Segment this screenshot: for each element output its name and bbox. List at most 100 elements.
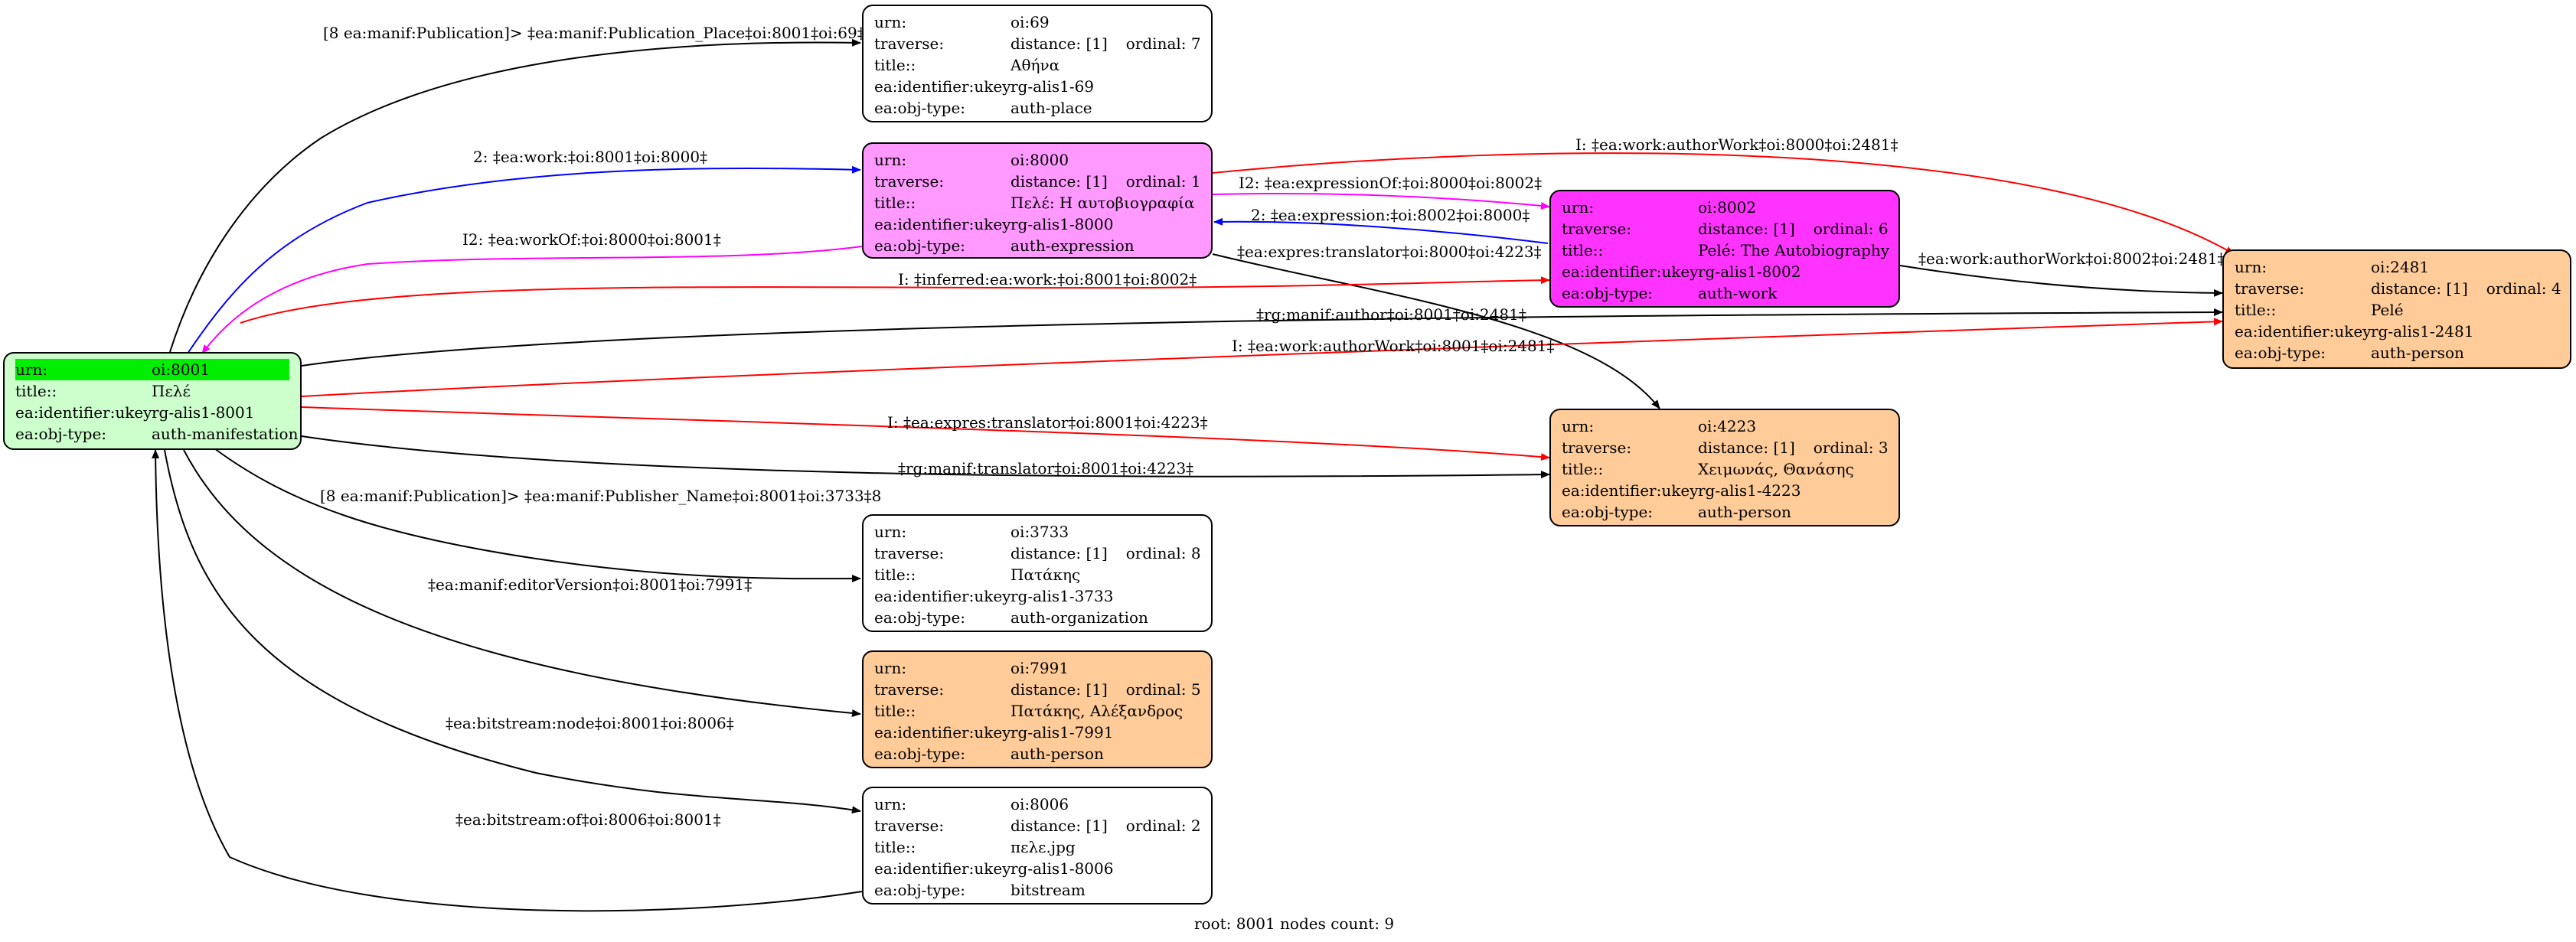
- urn-key: urn:: [874, 523, 907, 541]
- traverse-key: traverse:: [874, 34, 945, 53]
- edge-8001-8002-inferred: [240, 276, 1550, 324]
- title-value: Πελέ: [152, 382, 191, 400]
- ukey-value: rg-alis1-69: [1010, 77, 1095, 96]
- edge-8000-2481-red: [1212, 152, 2235, 255]
- ukey-key: ea:identifier:ukey: [874, 77, 1011, 96]
- edge-8002-8000: [1213, 217, 1549, 244]
- node-7991-person[interactable]: urn:oi:7991 traverse:distance: [1]ordina…: [862, 650, 1213, 768]
- edge-8001-2481-author: [301, 308, 2223, 367]
- ukey-value: rg-alis1-8001: [152, 403, 255, 422]
- label-workof: I2: ‡ea:workOf:‡oi:8000‡oi:8001‡: [462, 230, 721, 249]
- urn-key: urn:: [15, 360, 48, 379]
- node-8002-work[interactable]: urn:oi:8002 traverse:distance: [1]ordina…: [1549, 190, 1900, 308]
- type-value: auth-person: [1698, 503, 1791, 521]
- type-value: auth-person: [2371, 344, 2464, 362]
- edge-8001-8000: [187, 165, 861, 354]
- title-key: title::: [874, 838, 916, 856]
- ukey-value: rg-alis1-7991: [1010, 723, 1114, 742]
- label-inferred: I: ‡inferred:ea:work:‡oi:8001‡oi:8002‡: [898, 270, 1197, 288]
- ukey-value: rg-alis1-4223: [1698, 481, 1801, 500]
- title-value: Πατάκης, Αλέξανδρος: [1010, 702, 1184, 720]
- urn-value: oi:2481: [2371, 258, 2430, 276]
- ukey-value: rg-alis1-8000: [1010, 215, 1114, 233]
- type-value: auth-person: [1010, 745, 1104, 763]
- type-value: bitstream: [1010, 881, 1086, 899]
- label-publisher: [8 ea:manif:Publication]> ‡ea:manif:Publ…: [320, 487, 881, 505]
- label-editor-version: ‡ea:manif:editorVersion‡oi:8001‡oi:7991‡: [428, 575, 752, 594]
- urn-key: urn:: [2235, 258, 2267, 276]
- edge-8000-4223: [1212, 253, 1660, 409]
- label-authorwork-8002: ‡ea:work:authorWork‡oi:8002‡oi:2481‡: [1918, 249, 2225, 268]
- ukey-key: ea:identifier:ukey: [1562, 262, 1699, 281]
- node-2481-person[interactable]: urn: oi:2481 traverse: distance: [1] ordina…: [2222, 249, 2571, 369]
- ordinal-value: ordinal: 8: [1125, 544, 1201, 562]
- ukey-value: rg-alis1-8002: [1698, 262, 1801, 281]
- urn-key: urn:: [874, 13, 907, 31]
- title-key: title::: [874, 194, 916, 212]
- traverse-key: traverse:: [2235, 279, 2305, 298]
- ukey-value: rg-alis1-2481: [2371, 322, 2474, 341]
- ukey-key: ea:identifier:ukey: [874, 723, 1011, 742]
- title-key: title::: [1562, 241, 1604, 259]
- ukey-key: ea:identifier:ukey: [874, 215, 1011, 233]
- title-value: Pelé: [2371, 301, 2404, 319]
- ukey-key: ea:identifier:ukey: [874, 587, 1011, 605]
- urn-key: urn:: [874, 795, 907, 813]
- edge-8002-2481: [1899, 265, 2223, 297]
- ordinal-value: ordinal: 7: [1125, 34, 1201, 53]
- type-key: ea:obj-type:: [2235, 344, 2326, 362]
- ukey-key: ea:identifier:ukey: [2235, 322, 2372, 341]
- edge-8001-69: [169, 38, 861, 353]
- node-8001-manifestation[interactable]: urn: oi:8001 title::Πελέ ea:identifier:u…: [3, 352, 302, 450]
- edge-8001-8006: [164, 449, 861, 814]
- ordinal-value: ordinal: 2: [1125, 817, 1201, 835]
- traverse-key: traverse:: [874, 817, 945, 835]
- type-key: ea:obj-type:: [874, 881, 966, 899]
- edge-8001-4223-red: [301, 406, 1550, 461]
- ukey-value: rg-alis1-3733: [1010, 587, 1114, 605]
- title-value: Πατάκης: [1010, 566, 1081, 584]
- urn-key: urn:: [1562, 417, 1595, 435]
- edge-8001-2481-red: [301, 318, 2223, 397]
- ukey-key: ea:identifier:ukey: [15, 403, 152, 422]
- node-8006-bitstream[interactable]: urn:oi:8006 traverse:distance: [1]ordina…: [862, 787, 1213, 905]
- edge-8000-8001: [201, 246, 863, 354]
- edge-8001-4223: [301, 435, 1550, 479]
- label-work: 2: ‡ea:work:‡oi:8001‡oi:8000‡: [473, 148, 707, 166]
- ordinal-value: ordinal: 4: [2486, 279, 2561, 298]
- label-expressionof: I2: ‡ea:expressionOf:‡oi:8000‡oi:8002‡: [1239, 174, 1542, 192]
- ukey-key: ea:identifier:ukey: [1562, 481, 1699, 500]
- traverse-value: distance: [1]: [2371, 279, 2468, 298]
- urn-value: oi:7991: [1010, 659, 1069, 677]
- title-value: Αθήνα: [1010, 56, 1060, 74]
- node-69-place[interactable]: urn:oi:69 traverse:distance: [1]ordinal:…: [862, 5, 1213, 122]
- traverse-value: distance: [1]: [1010, 172, 1108, 191]
- urn-value: oi:8000: [1010, 151, 1069, 169]
- traverse-key: traverse:: [1562, 438, 1632, 457]
- ordinal-value: ordinal: 1: [1125, 172, 1201, 191]
- title-value: Πελέ: Η αυτοβιογραφία: [1010, 194, 1195, 212]
- type-value: auth-manifestation: [152, 425, 299, 443]
- urn-value: oi:3733: [1010, 523, 1069, 541]
- edge-8001-3733: [214, 448, 861, 583]
- edge-8006-8001: [152, 449, 863, 912]
- node-8000-expression[interactable]: urn:oi:8000 traverse:distance: [1]ordina…: [862, 142, 1213, 259]
- title-value: Pelé: The Autobiography: [1698, 241, 1890, 259]
- type-key: ea:obj-type:: [874, 745, 966, 763]
- graph-footer: root: 8001 nodes count: 9: [1194, 914, 1395, 933]
- type-value: auth-place: [1010, 99, 1092, 117]
- type-key: ea:obj-type:: [874, 608, 966, 627]
- node-3733-organization[interactable]: urn:oi:3733 traverse:distance: [1]ordina…: [862, 514, 1213, 632]
- label-translator-8000: ‡ea:expres:translator‡oi:8000‡oi:4223‡: [1237, 243, 1542, 261]
- title-key: title::: [874, 702, 916, 720]
- type-key: ea:obj-type:: [874, 99, 966, 117]
- traverse-value: distance: [1]: [1698, 220, 1795, 238]
- ordinal-value: ordinal: 6: [1813, 220, 1889, 238]
- traverse-key: traverse:: [874, 544, 945, 562]
- urn-value: oi:8006: [1010, 795, 1069, 813]
- node-4223-person[interactable]: urn:oi:4223 traverse:distance: [1]ordina…: [1549, 409, 1900, 526]
- label-manif-author: ‡rg:manif:author‡oi:8001‡oi:2481‡: [1256, 305, 1526, 324]
- type-value: auth-organization: [1010, 608, 1148, 627]
- type-value: auth-expression: [1010, 236, 1135, 255]
